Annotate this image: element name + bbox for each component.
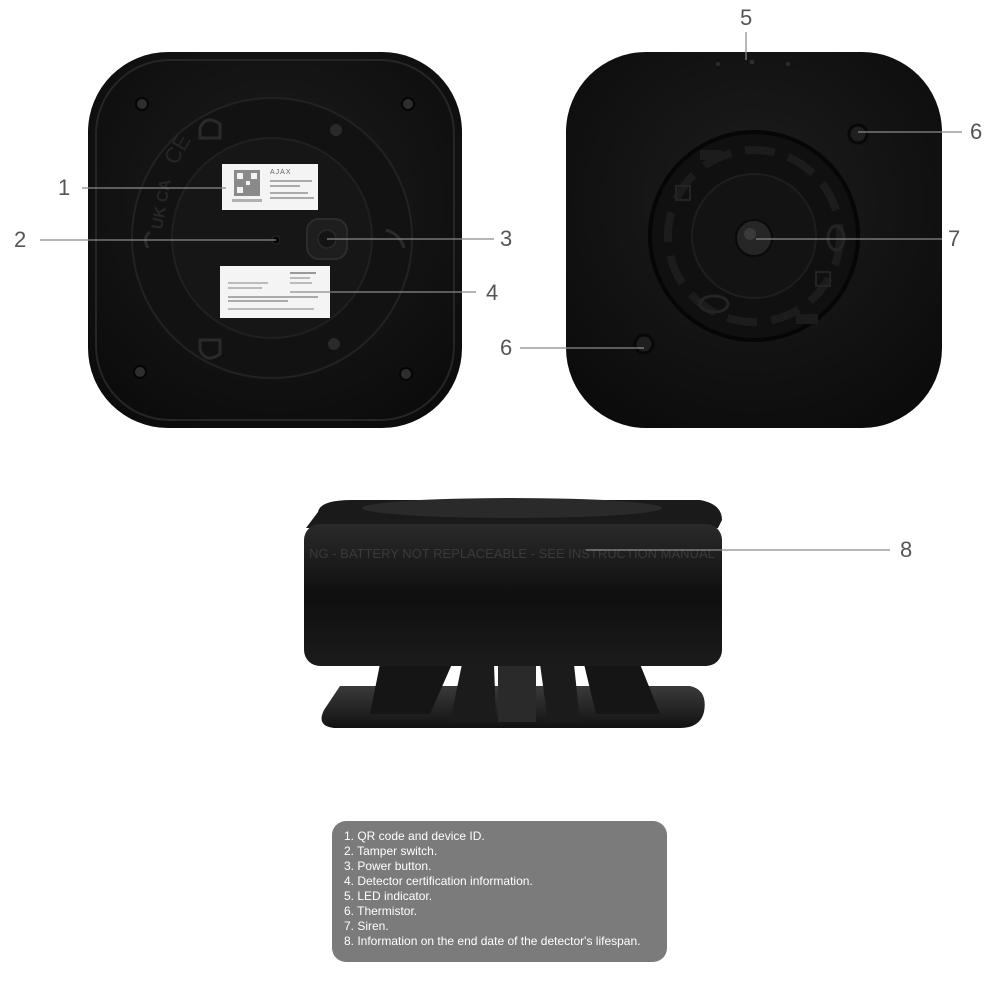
- brand-logo: AJAX: [270, 169, 292, 176]
- thermistor-top: [847, 123, 869, 145]
- device-front-view: [566, 52, 942, 428]
- device-side-view: NG - BATTERY NOT REPLACEABLE - SEE INSTR…: [304, 498, 722, 728]
- leader-lines: [40, 32, 962, 551]
- qr-code-icon: [232, 170, 262, 202]
- legend-item-4: 4. Detector certification information.: [344, 874, 533, 888]
- legend-item-7: 7. Siren.: [344, 919, 389, 933]
- legend-item-5: 5. LED indicator.: [344, 889, 433, 903]
- legend-item-3: 3. Power button.: [344, 859, 432, 873]
- legend-item-1: 1. QR code and device ID.: [344, 829, 485, 843]
- legend-item-2: 2. Tamper switch.: [344, 844, 438, 858]
- thermistor-bottom: [633, 333, 655, 355]
- callout-5: 5: [740, 5, 753, 30]
- led-indicator: [749, 59, 755, 65]
- legend-item-6: 6. Thermistor.: [344, 904, 418, 918]
- callout-1: 1: [58, 175, 71, 200]
- callout-8: 8: [900, 537, 913, 562]
- screw: [135, 97, 149, 111]
- screw: [133, 365, 147, 379]
- callout-6-top: 6: [970, 119, 983, 144]
- legend-item-8: 8. Information on the end date of the de…: [344, 934, 641, 948]
- screw: [399, 367, 413, 381]
- callout-7: 7: [948, 226, 961, 251]
- callout-2: 2: [14, 227, 27, 252]
- callout-6-bottom: 6: [500, 335, 513, 360]
- callout-4: 4: [486, 280, 499, 305]
- legend-box: 1. QR code and device ID. 2. Tamper swit…: [332, 821, 667, 962]
- screw: [401, 97, 415, 111]
- lifespan-warning-text: NG - BATTERY NOT REPLACEABLE - SEE INSTR…: [309, 546, 715, 561]
- device-side-body: [304, 524, 722, 666]
- callout-3: 3: [500, 226, 513, 251]
